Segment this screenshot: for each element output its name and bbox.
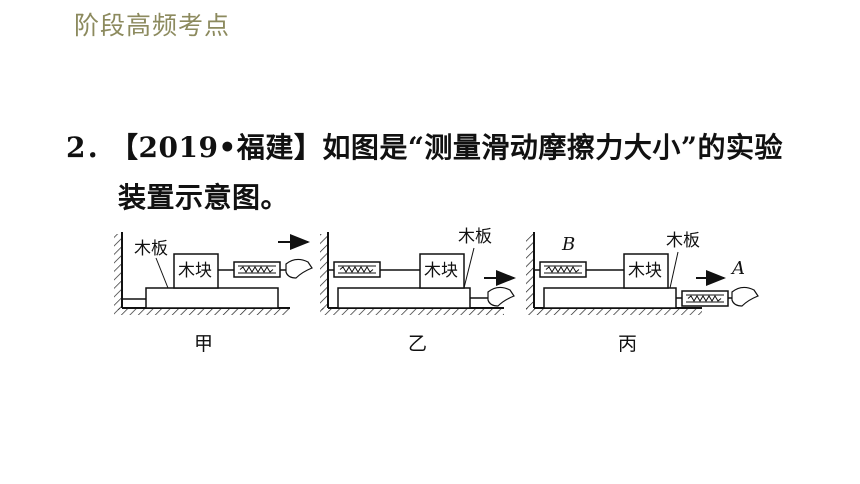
wood-block <box>419 253 465 289</box>
floor <box>320 308 504 315</box>
panel-caption: 甲 <box>194 333 213 355</box>
board-label: 木板 <box>666 231 700 251</box>
floor <box>114 308 290 315</box>
panel-bing: B 木块 木板 A 丙 <box>526 231 759 355</box>
wall <box>114 234 122 310</box>
wall <box>320 234 328 310</box>
panel-jia: 木块 木板 甲 <box>114 232 313 355</box>
board-label: 木板 <box>134 239 168 259</box>
point-b-label: B <box>561 234 575 255</box>
question-line-1: 2．【2019•福建】如图是“测量滑动摩擦力大小”的实验 <box>66 126 783 166</box>
wood-board <box>145 287 279 309</box>
panel-caption: 乙 <box>408 333 427 355</box>
wall <box>526 234 534 310</box>
wood-board <box>543 287 677 309</box>
block-label: 木块 <box>178 261 212 281</box>
wood-board <box>337 287 471 309</box>
wood-block <box>623 253 669 289</box>
hand-icon <box>285 258 313 279</box>
section-header: 阶段高频考点 <box>74 11 231 40</box>
wood-block <box>173 253 219 289</box>
board-label: 木板 <box>458 227 492 247</box>
hand-icon <box>487 286 515 307</box>
floor <box>526 308 702 315</box>
hand-icon <box>731 286 759 307</box>
experiment-figure: 木块 木板 甲 木块 木板 乙 <box>114 227 759 355</box>
block-label: 木块 <box>628 261 662 281</box>
question-number: 2． <box>66 131 115 164</box>
question-line-2: 装置示意图。 <box>118 181 290 214</box>
question-text-1: 【2019•福建】如图是“测量滑动摩擦力大小”的实验 <box>110 131 784 164</box>
panel-yi: 木块 木板 乙 <box>320 227 516 355</box>
panel-caption: 丙 <box>618 333 637 355</box>
block-label: 木块 <box>424 261 458 281</box>
point-a-label: A <box>730 258 745 279</box>
